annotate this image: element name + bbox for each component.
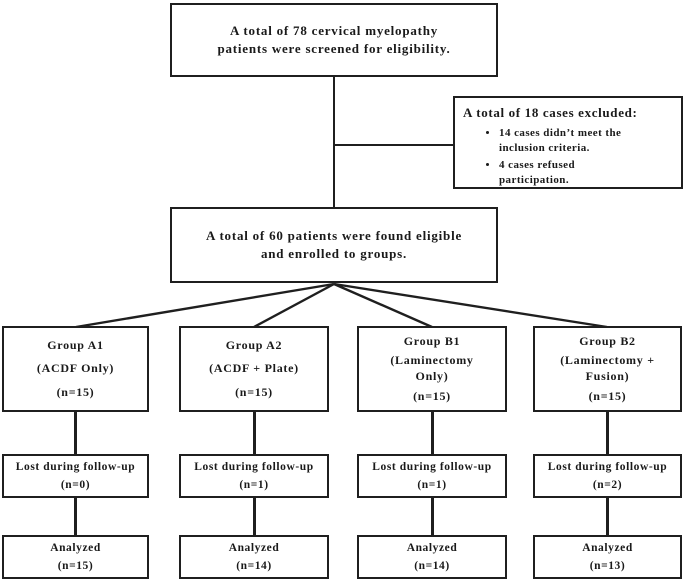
group-a1-procedure: (ACDF Only) bbox=[36, 361, 115, 376]
lost-a1-label: Lost during follow-up bbox=[15, 461, 136, 474]
group-b1-box: Group B1 (Laminectomy Only) (n=15) bbox=[357, 326, 507, 412]
connector-a1-group-to-lost bbox=[74, 412, 77, 454]
group-a1-name: Group A1 bbox=[47, 337, 104, 352]
lost-a2-n: (n=1) bbox=[239, 478, 269, 491]
lost-a2-label: Lost during follow-up bbox=[194, 461, 314, 474]
group-b2-procedure: (Laminectomy + Fusion) bbox=[560, 353, 655, 383]
analyzed-a1-n: (n=15) bbox=[57, 559, 94, 572]
lost-b2-box: Lost during follow-up (n=2) bbox=[533, 454, 682, 498]
lost-b1-box: Lost during follow-up (n=1) bbox=[357, 454, 507, 498]
group-b1-procedure: (Laminectomy Only) bbox=[390, 353, 474, 383]
excluded-bullet-list: 14 cases didn’t meet the inclusion crite… bbox=[499, 126, 621, 189]
analyzed-b1-n: (n=14) bbox=[414, 559, 450, 572]
group-b1-name: Group B1 bbox=[403, 333, 461, 348]
analyzed-a1-box: Analyzed (n=15) bbox=[2, 535, 149, 579]
connector-to-group-a2 bbox=[253, 282, 335, 329]
lost-b2-label: Lost during follow-up bbox=[547, 461, 668, 474]
connector-to-group-b2 bbox=[333, 282, 608, 329]
eligible-text: A total of 60 patients were found eligib… bbox=[205, 227, 463, 261]
excluded-bullet: 14 cases didn’t meet the inclusion crite… bbox=[499, 126, 621, 156]
group-b2-name: Group B2 bbox=[579, 333, 636, 348]
lost-b2-n: (n=2) bbox=[592, 478, 623, 491]
connector-a2-lost-to-analyzed bbox=[253, 498, 256, 535]
lost-b1-n: (n=1) bbox=[417, 478, 447, 491]
connector-to-group-a1 bbox=[75, 282, 335, 329]
analyzed-b1-box: Analyzed (n=14) bbox=[357, 535, 507, 579]
group-b2-n: (n=15) bbox=[588, 388, 627, 403]
group-a2-box: Group A2 (ACDF + Plate) (n=15) bbox=[179, 326, 329, 412]
group-a2-name: Group A2 bbox=[225, 337, 283, 352]
group-a1-n: (n=15) bbox=[56, 384, 95, 399]
eligible-box: A total of 60 patients were found eligib… bbox=[170, 207, 498, 283]
excluded-title: A total of 18 cases excluded: bbox=[463, 105, 638, 120]
connector-to-group-b1 bbox=[333, 282, 433, 329]
analyzed-a1-label: Analyzed bbox=[50, 542, 101, 555]
connector-b2-group-to-lost bbox=[606, 412, 609, 454]
analyzed-a2-box: Analyzed (n=14) bbox=[179, 535, 329, 579]
screened-text: A total of 78 cervical myelopathy patien… bbox=[217, 22, 451, 56]
connector-b1-group-to-lost bbox=[431, 412, 434, 454]
lost-a1-n: (n=0) bbox=[60, 478, 91, 491]
lost-a2-box: Lost during follow-up (n=1) bbox=[179, 454, 329, 498]
screened-box: A total of 78 cervical myelopathy patien… bbox=[170, 3, 498, 77]
analyzed-b2-n: (n=13) bbox=[589, 559, 626, 572]
group-a2-procedure: (ACDF + Plate) bbox=[209, 361, 299, 376]
connector-b1-lost-to-analyzed bbox=[431, 498, 434, 535]
group-a1-box: Group A1 (ACDF Only) (n=15) bbox=[2, 326, 149, 412]
analyzed-b2-box: Analyzed (n=13) bbox=[533, 535, 682, 579]
connector-a2-group-to-lost bbox=[253, 412, 256, 454]
lost-a1-box: Lost during follow-up (n=0) bbox=[2, 454, 149, 498]
lost-b1-label: Lost during follow-up bbox=[372, 461, 492, 474]
analyzed-a2-label: Analyzed bbox=[228, 542, 280, 555]
analyzed-a2-n: (n=14) bbox=[236, 559, 272, 572]
connector-b2-lost-to-analyzed bbox=[606, 498, 609, 535]
excluded-box: A total of 18 cases excluded: 14 cases d… bbox=[453, 96, 683, 189]
connector-a1-lost-to-analyzed bbox=[74, 498, 77, 535]
group-b1-n: (n=15) bbox=[413, 388, 451, 403]
group-b2-box: Group B2 (Laminectomy + Fusion) (n=15) bbox=[533, 326, 682, 412]
group-a2-n: (n=15) bbox=[235, 384, 273, 399]
analyzed-b2-label: Analyzed bbox=[582, 542, 633, 555]
analyzed-b1-label: Analyzed bbox=[406, 542, 458, 555]
excluded-bullet: 4 cases refused participation. bbox=[499, 158, 621, 188]
connector-to-excluded bbox=[335, 144, 453, 146]
connector-screened-to-eligible bbox=[333, 77, 335, 207]
